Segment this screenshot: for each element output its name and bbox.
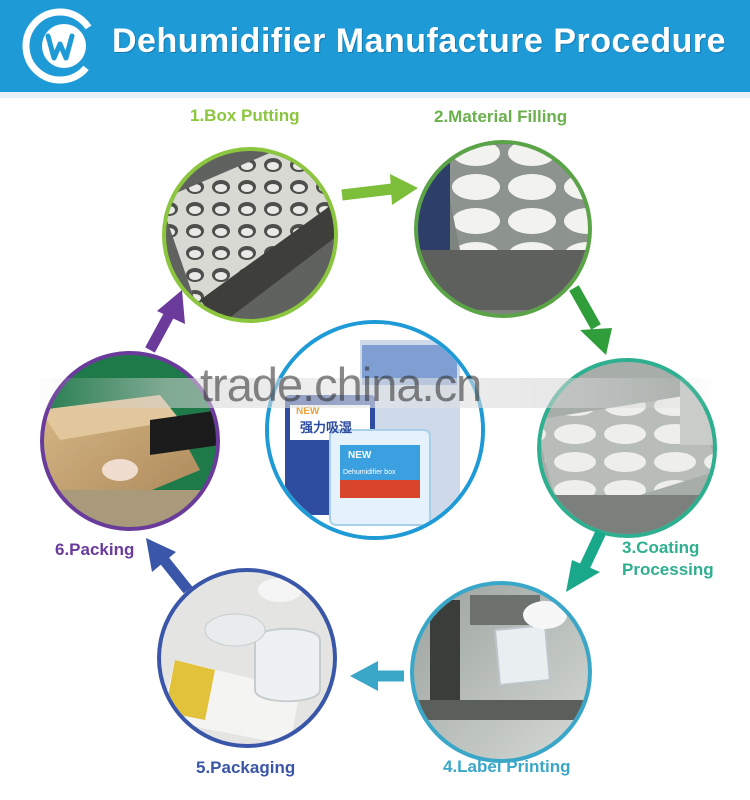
arrow-1-to-2 bbox=[341, 174, 418, 205]
page-title: Dehumidifier Manufacture Procedure bbox=[112, 22, 727, 60]
watermark-text: trade.china.cn bbox=[200, 358, 482, 411]
step-5-label: 5.Packaging bbox=[196, 758, 296, 777]
box-new-text: NEW bbox=[348, 450, 372, 461]
step-1-label: 1.Box Putting bbox=[190, 106, 300, 125]
arrow-2-to-3 bbox=[569, 285, 612, 355]
step-4-label: 4.Label Printing bbox=[443, 757, 571, 776]
arrow-5-to-6 bbox=[146, 538, 193, 594]
arrow-3-to-4 bbox=[566, 529, 606, 592]
w-logo-icon bbox=[22, 8, 98, 84]
step-3-label: 3.Coating Processing bbox=[622, 537, 714, 581]
step-2-photo bbox=[414, 140, 592, 318]
watermark-band bbox=[30, 378, 720, 408]
step-6-label: 6.Packing bbox=[55, 540, 135, 559]
bag-cn-text: 强力吸湿 bbox=[300, 420, 352, 436]
bag-new-text: NEW bbox=[296, 406, 320, 417]
step-3-label-line2: Processing bbox=[622, 560, 714, 579]
step-1-photo bbox=[162, 147, 338, 323]
arrow-4-to-5 bbox=[350, 661, 404, 691]
step-3-label-line1: 3.Coating bbox=[622, 538, 700, 557]
header-bar: Dehumidifier Manufacture Procedure bbox=[0, 0, 750, 98]
center-product-photo: NEW Dehumidifier box 强力吸湿 NEW bbox=[265, 320, 485, 540]
step-2-label: 2.Material Filling bbox=[434, 107, 568, 126]
step-5-photo bbox=[157, 568, 337, 748]
procedure-cycle-diagram: NEW Dehumidifier box 强力吸湿 NEW bbox=[40, 140, 717, 763]
step-4-photo bbox=[410, 581, 592, 763]
box-brand-text: Dehumidifier box bbox=[343, 469, 396, 476]
arrow-6-to-1 bbox=[145, 290, 185, 353]
